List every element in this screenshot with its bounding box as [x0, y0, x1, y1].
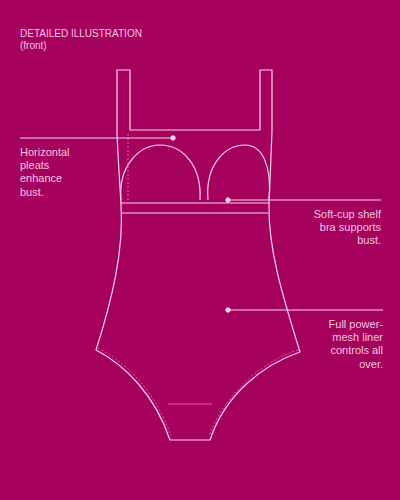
leader-line	[20, 138, 173, 139]
seam-line	[168, 403, 212, 404]
cup-outline	[121, 145, 200, 200]
leg-stitch	[98, 348, 171, 436]
body-outline	[96, 132, 300, 440]
leader-line	[228, 310, 383, 311]
leader-dot	[226, 308, 230, 312]
leader-line	[228, 200, 381, 201]
strap-outline	[117, 70, 272, 132]
callout-label-holder: Full power-mesh liner controls all over.	[310, 318, 383, 371]
callout-label: Horizontal pleats enhance bust.	[20, 146, 70, 198]
callout-label: Full power-mesh liner controls all over.	[329, 318, 383, 370]
leg-stitch	[209, 350, 298, 436]
band-line	[122, 212, 268, 213]
diagram-title: DETAILED ILLUSTRATION (front)	[20, 28, 142, 51]
band-line	[121, 202, 269, 203]
callout-label-holder: Horizontal pleats enhance bust.	[20, 146, 86, 199]
cup-outline	[208, 145, 270, 200]
diagram-title-holder: DETAILED ILLUSTRATION (front)	[20, 28, 170, 52]
leader-dot	[226, 198, 230, 202]
side-stitch	[128, 134, 129, 200]
leader-dot	[171, 136, 175, 140]
callout-label-holder: Soft-cup shelf bra supports bust.	[300, 208, 381, 248]
callout-label: Soft-cup shelf bra supports bust.	[314, 208, 381, 246]
